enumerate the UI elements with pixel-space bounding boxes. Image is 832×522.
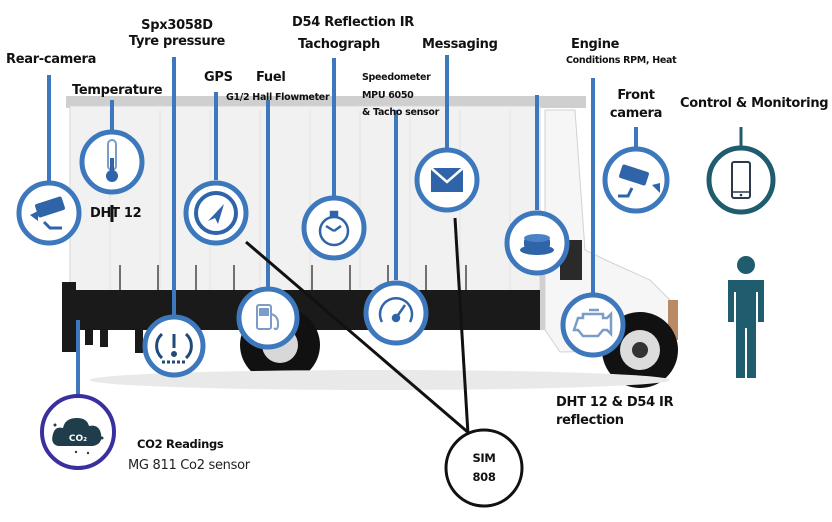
engine-node[interactable] — [560, 292, 626, 358]
sensor-puck-icon — [520, 234, 554, 255]
trailer-roof — [66, 96, 586, 108]
co2-sensor-label: MG 811 Co2 sensor — [128, 458, 250, 473]
speedometer-icon — [378, 297, 414, 323]
fuel-sensor-label: G1/2 Hall Flowmeter — [226, 92, 330, 103]
envelope-icon — [430, 167, 464, 192]
engine-label: Engine — [571, 37, 620, 52]
tyre-pressure-label: Tyre pressure — [128, 34, 226, 49]
engine-detail-label: Conditions RPM, Heat — [566, 55, 677, 66]
gps-label: GPS — [204, 70, 233, 85]
messaging-label: Messaging — [422, 37, 498, 52]
co2-cloud-icon: CO₂ — [52, 418, 104, 455]
sim808-label-1: SIM — [472, 451, 496, 465]
fuel-node[interactable] — [236, 286, 300, 350]
stopwatch-icon — [318, 210, 350, 247]
control-monitoring-node[interactable] — [706, 145, 776, 215]
front-camera-label-1: Front — [617, 88, 655, 103]
temperature-sensor-label: DHT 12 — [90, 206, 142, 221]
engine-icon — [572, 308, 613, 338]
rear-camera-icon — [30, 196, 65, 230]
temperature-label: Temperature — [72, 83, 163, 98]
engine-sensor-label-2: reflection — [556, 413, 624, 428]
fuel-pump-icon — [256, 304, 280, 331]
sim808-label-2: 808 — [472, 470, 496, 484]
tachograph-node[interactable] — [301, 195, 367, 261]
tacho-sensor-sub-label: & Tacho sensor — [362, 107, 440, 118]
tyre-sensor-label: Spx3058D — [141, 18, 213, 33]
person-icon — [728, 256, 764, 378]
co2-icon-label: CO₂ — [69, 434, 87, 444]
fuel-label: Fuel — [256, 70, 286, 85]
thermometer-icon — [106, 139, 118, 182]
speedometer-label: Speedometer — [362, 72, 431, 83]
leader-lines — [47, 55, 638, 398]
tacho-sensor-label: D54 Reflection IR — [292, 15, 414, 30]
smartphone-icon — [731, 161, 751, 199]
speedometer-sensor-label: MPU 6050 — [362, 90, 414, 101]
tyre-pressure-icon — [155, 332, 193, 364]
gps-navigation-icon — [194, 191, 238, 235]
speedometer-node[interactable] — [363, 280, 429, 346]
front-camera-label-2: camera — [609, 106, 663, 121]
sim808-node[interactable] — [444, 428, 524, 508]
control-monitoring-label: Control & Monitoring — [680, 96, 829, 111]
rear-camera-label: Rear-camera — [6, 52, 97, 67]
tachograph-label: Tachograph — [298, 37, 380, 52]
gps-to-sim-line — [245, 240, 471, 436]
engine-sensor-label-1: DHT 12 & D54 IR — [556, 395, 674, 410]
co2-readings-label: CO2 Readings — [137, 437, 224, 451]
truck-cab — [544, 109, 673, 353]
messaging-to-sim-line — [453, 217, 470, 435]
front-camera-icon — [618, 164, 660, 198]
